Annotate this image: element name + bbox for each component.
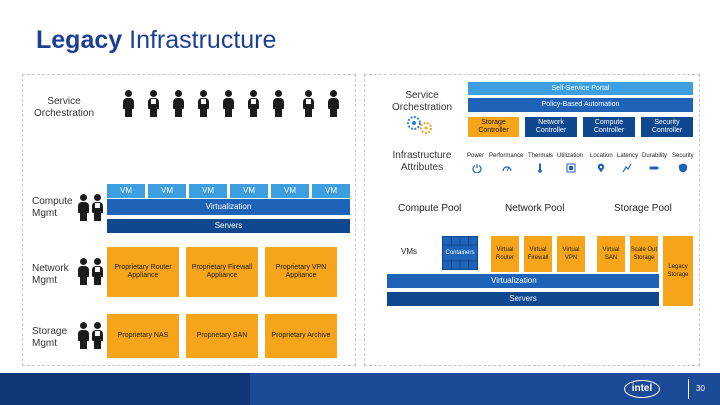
attr-utilization: Utilization [557,153,584,159]
vm-box: VM [312,184,350,198]
footer-divider [688,379,689,399]
attr-thermals: Thermals [528,153,554,159]
person-icon [197,90,210,117]
infrastructure-attributes-label: Infrastructure Attributes [392,150,452,173]
virtual-vpn-box: Virtual VPN [557,236,585,272]
person-icon [147,90,160,117]
gauge-icon [502,166,512,172]
person-icon [172,90,185,117]
person-icon [247,90,260,117]
person-icon [77,322,90,349]
proprietary-firewall-box: Proprietary Firewall Appliance [186,247,258,297]
attr-location: Location [590,153,613,159]
vm-box: VM [148,184,186,198]
latency-icon [622,163,632,173]
virtual-firewall-box: Virtual Firewall [524,236,552,272]
attr-security: Security [672,153,694,159]
vm-box: VM [271,184,309,198]
virtual-san-box: Virtual SAN [597,236,625,272]
person-icon [91,322,104,349]
shield-icon [679,163,687,173]
security-controller-box: Security Controller [641,117,693,137]
page-title: Legacy Infrastructure [36,26,277,54]
vms-label: VMs [401,247,417,256]
vm-box: VM [189,184,227,198]
legacy-storage-box: Legacy Storage [663,236,693,306]
person-icon [91,194,104,221]
durability-icon [649,166,659,170]
person-icon [222,90,235,117]
footer-bar [0,373,720,405]
storage-controller-box: Storage Controller [468,117,519,137]
scale-out-storage-box: Scale Out Storage [630,236,658,272]
person-icon [272,90,285,117]
legacy-panel [22,74,356,366]
right-service-orchestration-label: Service Orchestration [391,90,453,113]
page-number: 30 [696,384,705,393]
compute-controller-box: Compute Controller [583,117,635,137]
compute-pool-label: Compute Pool [398,203,462,214]
intel-logo: intel [624,380,660,398]
gears-icon [407,116,432,134]
power-icon [472,164,482,173]
proprietary-archive-box: Proprietary Archive [265,314,337,358]
right-servers-bar: Servers [387,292,659,306]
person-icon [327,90,340,117]
policy-automation-bar: Policy-Based Automation [468,98,693,112]
left-virtualization-bar: Virtualization [107,199,350,215]
person-icon [77,194,90,221]
left-service-orchestration-label: Service Orchestration [33,96,95,119]
person-icon [77,258,90,285]
proprietary-nas-box: Proprietary NAS [107,314,179,358]
vm-box: VM [230,184,268,198]
self-service-portal-bar: Self-Service Portal [468,82,693,95]
network-controller-box: Network Controller [525,117,577,137]
proprietary-vpn-box: Proprietary VPN Appliance [265,247,337,297]
person-icon [91,258,104,285]
containers-label: Containers [443,247,477,259]
storage-mgmt-label: Storage Mgmt [32,326,68,349]
left-servers-bar: Servers [107,219,350,233]
virtual-router-box: Virtual Router [491,236,519,272]
utilization-icon [566,163,576,173]
person-icon [122,90,135,117]
network-mgmt-label: Network Mgmt [32,263,69,286]
network-pool-label: Network Pool [505,203,565,214]
compute-mgmt-label: Compute Mgmt [32,196,73,219]
location-icon [597,163,605,173]
attr-performance: Performance [489,153,524,159]
attr-durability: Durability [642,153,668,159]
right-virtualization-bar: Virtualization [387,274,659,288]
storage-pool-label: Storage Pool [614,203,672,214]
vm-box: VM [107,184,145,198]
person-icon [302,90,315,117]
software-defined-panel [364,74,700,366]
thermometer-icon [538,163,542,173]
proprietary-san-box: Proprietary SAN [186,314,258,358]
containers-grid-icon: Containers [442,236,478,270]
attr-latency: Latency [617,153,639,159]
attr-power: Power [467,153,485,159]
proprietary-router-box: Proprietary Router Appliance [107,247,179,297]
